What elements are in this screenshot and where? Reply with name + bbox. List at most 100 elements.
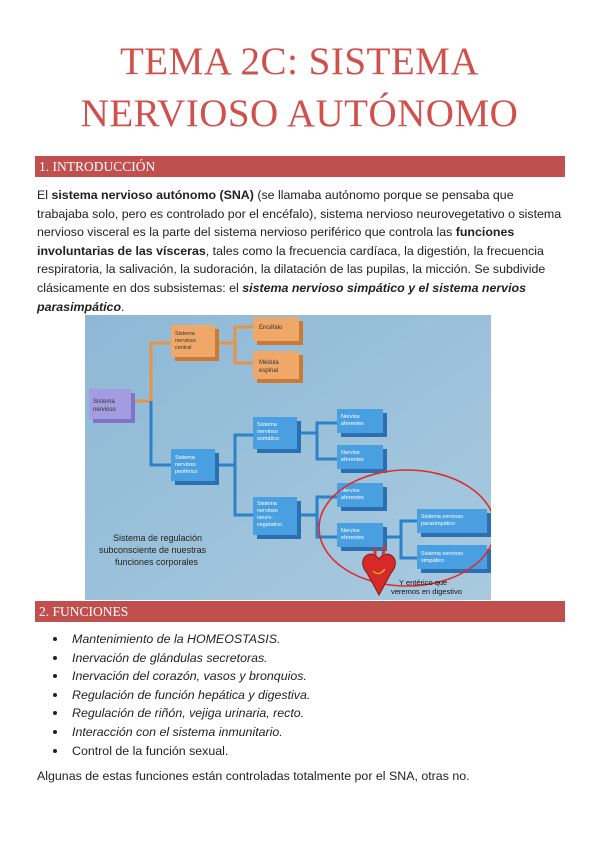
svg-text:Encéfalo: Encéfalo [259,325,283,331]
box-sistema-nervioso: Sistema nervioso [89,389,135,423]
title-line-1: TEMA 2C: SISTEMA [119,40,480,83]
intro-bold-italic-subsistemas: sistema nervioso simpático y el sistema … [37,280,526,314]
annotation-enterico: Y entérico que veremos en digestivo [391,578,462,596]
svg-text:Sistema de regulación: Sistema de regulación [113,533,202,543]
sn-l1: Sistema [93,399,115,405]
sn-l2: nervioso [93,407,116,413]
svg-text:Nervios: Nervios [341,414,360,420]
caption-l2: subconsciente de nuestras [99,545,207,555]
intro-text-4: . [121,299,125,314]
list-item: Regulación de riñón, vejiga urinaria, re… [53,704,552,723]
intro-text-2: (se llamaba autónomo porque se pensaba q… [37,188,562,240]
list-item: Regulación de función hepática y digesti… [53,686,552,705]
closing-paragraph: Algunas de estas funciones están control… [37,769,470,783]
svg-text:Nervios: Nervios [341,488,360,494]
title-line-2: NERVIOSO AUTÓNOMO [80,92,519,135]
na2-l2: aferentes [341,495,364,501]
ne1-l2: eferentes [341,457,364,463]
enc-l1: Encéfalo [259,325,283,331]
page-title: TEMA 2C: SISTEMA NERVIOSO AUTÓNOMO [0,36,599,140]
caption-l3: funciones corporales [115,557,199,567]
svg-text:Médula: Médula [259,360,279,366]
diagram-caption: Sistema de regulación subconsciente de n… [99,533,207,567]
svg-text:central: central [175,345,192,351]
list-item: Mantenimiento de la HOMEOSTASIS. [53,630,552,649]
box-medula: Médula espinal [253,351,303,383]
box-nervios-aferentes-1: Nervios aferentes [337,409,387,437]
svg-text:nervioso: nervioso [257,429,278,435]
svg-text:Sistema: Sistema [93,399,115,405]
intro-paragraph: El sistema nervioso autónomo (SNA) (se l… [37,186,565,316]
svg-text:Sistema: Sistema [175,331,196,337]
box-sn-simpatico: Sistema nervioso simpático [417,545,491,573]
svg-text:simpático: simpático [421,558,444,564]
intro-bold-sna: sistema nervioso autónomo (SNA) [51,188,254,202]
snpa-l1: Sistema nervioso [421,514,463,520]
snp-l1: Sistema [175,455,196,461]
svg-text:aferentes: aferentes [341,495,364,501]
svg-text:eferentes: eferentes [341,535,364,541]
sns2-l2: simpático [421,558,444,564]
svg-text:Nervios: Nervios [341,450,360,456]
nervous-system-diagram: Sistema nervioso Sistema nervioso centra… [85,315,491,600]
svg-text:Sistema: Sistema [257,501,278,507]
svg-text:somático: somático [257,436,279,442]
box-nervios-eferentes-2: Nervios eferentes [337,523,387,551]
snc-l2: nervioso [175,338,196,344]
box-encefalo: Encéfalo [253,317,303,345]
snc-l1: Sistema [175,331,196,337]
caption-l1: Sistema de regulación [113,533,202,543]
med-l2: espinal [259,368,278,374]
section-heading-introduccion: 1. INTRODUCCIÓN [35,156,565,177]
snp-l2: nervioso [175,462,196,468]
snpa-l2: parasimpático [421,521,455,527]
svg-text:nervioso: nervioso [93,407,116,413]
svg-text:eferentes: eferentes [341,457,364,463]
svg-text:Sistema: Sistema [257,422,278,428]
intro-text-3: , tales como la frecuencia cardíaca, la … [37,243,546,295]
box-sn-neurovegetativo: Sistema nervioso neuro- vegetativo [253,497,301,539]
annot-l2: veremos en digestivo [391,587,462,596]
svg-text:funciones corporales: funciones corporales [115,557,199,567]
snn-l4: vegetativo [257,522,282,528]
snc-l3: central [175,345,192,351]
svg-text:subconsciente de nuestras: subconsciente de nuestras [99,545,207,555]
sns-l2: nervioso [257,429,278,435]
box-sn-parasimpatico: Sistema nervioso parasimpático [417,509,491,537]
intro-text-1: El [37,188,52,202]
funciones-list: Mantenimiento de la HOMEOSTASIS. Inervac… [53,630,552,760]
svg-text:nervioso: nervioso [175,338,196,344]
svg-text:vegetativo: vegetativo [257,522,282,528]
svg-text:aferentes: aferentes [341,421,364,427]
box-sn-periferico: Sistema nervioso periférico [171,449,219,485]
list-item: Inervación del corazón, vasos y bronquio… [53,667,552,686]
svg-text:periférico: periférico [175,469,198,475]
box-sn-somatico: Sistema nervioso somático [253,417,301,453]
svg-text:espinal: espinal [259,368,278,374]
snn-l2: nervioso [257,508,278,514]
svg-text:nervioso: nervioso [175,462,196,468]
sns-l3: somático [257,436,279,442]
na1-l1: Nervios [341,414,360,420]
heart-icon [362,544,396,597]
ne1-l1: Nervios [341,450,360,456]
svg-text:Y entérico que: Y entérico que [399,578,447,587]
box-nervios-eferentes-1: Nervios eferentes [337,445,387,473]
highlight-ellipse [318,469,491,587]
svg-text:Nervios: Nervios [341,528,360,534]
annot-l1: Y entérico que [399,578,447,587]
sns-l1: Sistema [257,422,278,428]
svg-text:veremos en digestivo: veremos en digestivo [391,587,462,596]
svg-text:parasimpático: parasimpático [421,521,455,527]
snn-l3: neuro- [257,515,273,521]
na2-l1: Nervios [341,488,360,494]
svg-text:Sistema nervioso: Sistema nervioso [421,514,463,520]
list-item: Inervación de glándulas secretoras. [53,649,552,668]
svg-text:Sistema: Sistema [175,455,196,461]
na1-l2: aferentes [341,421,364,427]
intro-bold-funciones: funciones involuntarias de las vísceras [37,225,515,258]
med-l1: Médula [259,360,279,366]
connectors-central [135,325,253,403]
svg-text:Sistema nervioso: Sistema nervioso [421,551,463,557]
snp-l3: periférico [175,469,198,475]
